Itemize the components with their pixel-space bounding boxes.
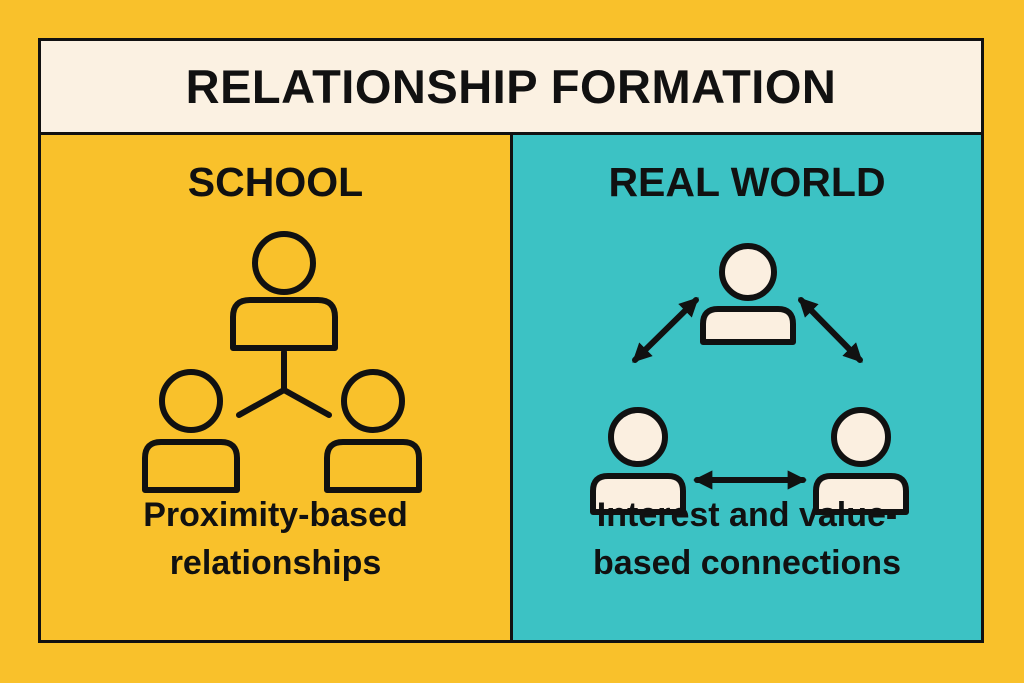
school-caption-line1: Proximity-based <box>143 496 408 534</box>
real-world-caption-line2: based connections <box>593 544 901 582</box>
real-world-heading: REAL WORLD <box>608 159 886 205</box>
person-icon-left <box>590 407 686 515</box>
arrow-top-right <box>798 297 863 363</box>
page-title: RELATIONSHIP FORMATION <box>185 60 837 113</box>
mutual-connections-icon <box>590 243 909 515</box>
person-icon-top <box>230 231 338 351</box>
real-world-caption: Interest and value- based connections <box>513 491 981 587</box>
school-heading: SCHOOL <box>187 159 364 205</box>
real-world-panel: REAL WORLD <box>513 135 981 640</box>
person-icon-top <box>700 243 796 345</box>
school-panel: SCHOOL Pro <box>41 135 513 640</box>
person-icon-right <box>813 407 909 515</box>
school-caption-line2: relationships <box>169 544 382 582</box>
comparison-frame: RELATIONSHIP FORMATION SCHOOL <box>38 38 984 643</box>
title-bar: RELATIONSHIP FORMATION <box>41 41 981 135</box>
arrow-top-left <box>632 297 699 363</box>
connector-line-left <box>236 387 287 418</box>
person-icon-left <box>142 369 240 493</box>
connector-line-right <box>281 387 332 418</box>
person-icon-right <box>324 369 422 493</box>
real-world-caption-line1: Interest and value- <box>596 496 898 534</box>
school-caption: Proximity-based relationships <box>41 491 510 587</box>
connected-people-icon <box>142 231 422 493</box>
